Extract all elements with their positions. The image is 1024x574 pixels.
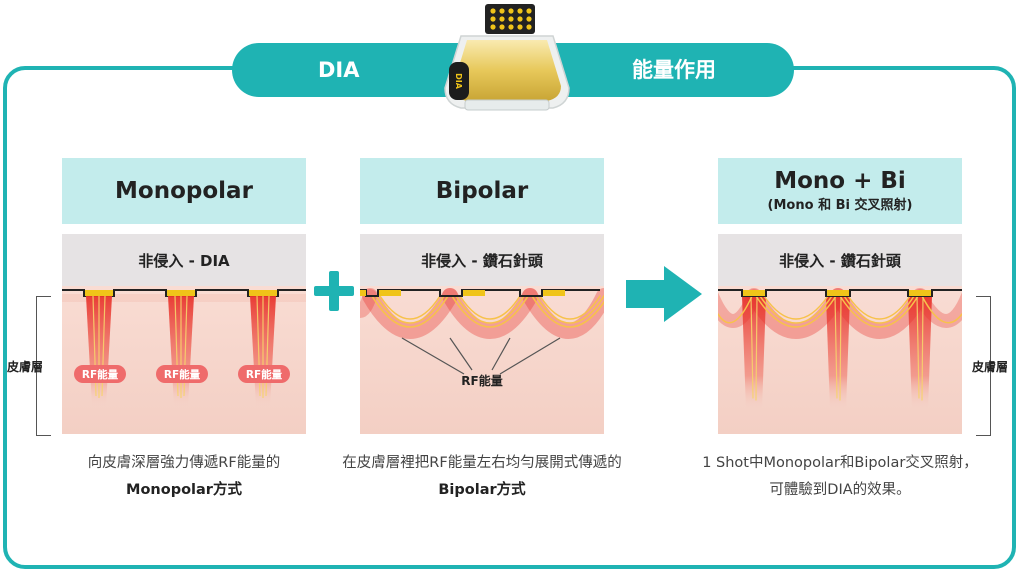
rf-energy-tag-2: RF能量 (164, 368, 201, 381)
mono-bi-header: Mono + Bi (Mono 和 Bi 交叉照射) (718, 158, 962, 224)
dia-device-image: DIA (444, 4, 570, 111)
monopolar-gray-label: 非侵入 - DIA (62, 234, 306, 286)
bipolar-gray-label: 非侵入 - 鑽石針頭 (360, 234, 604, 286)
skin-layer-label-left: 皮膚層 (7, 360, 44, 374)
mono-bi-caption: 1 Shot中Monopolar和Bipolar交叉照射， 可體驗到DIA的效果… (676, 450, 1004, 504)
device-badge-text: DIA (454, 73, 463, 90)
rf-energy-tag-1: RF能量 (82, 368, 119, 381)
monopolar-caption-line1: 向皮膚深層強力傳遞RF能量的 (87, 455, 281, 471)
mono-bi-gray-label: 非侵入 - 鑽石針頭 (718, 234, 962, 286)
left-bracket (36, 296, 51, 436)
rf-energy-tag-3: RF能量 (246, 368, 283, 381)
right-bracket (976, 296, 991, 436)
mono-bi-caption-line2: 可體驗到DIA的效果。 (769, 482, 911, 498)
right-arrow-icon (626, 266, 702, 322)
mono-bi-skin-panel (718, 286, 962, 434)
plus-icon (314, 271, 354, 311)
mono-bi-title: Mono + Bi (774, 168, 906, 194)
monopolar-header: Monopolar (62, 158, 306, 224)
monopolar-title: Monopolar (115, 178, 253, 204)
bipolar-caption-line2: Bipolar方式 (438, 482, 526, 498)
mono-bi-caption-line1: 1 Shot中Monopolar和Bipolar交叉照射， (702, 455, 978, 471)
bipolar-title: Bipolar (435, 178, 529, 204)
bipolar-rf-energy-label: RF能量 (461, 373, 502, 388)
banner-left-label: DIA (318, 58, 360, 82)
skin-layer-label-right: 皮膚層 (972, 360, 1009, 374)
banner-right-label: 能量作用 (632, 58, 716, 82)
monopolar-caption: 向皮膚深層強力傳遞RF能量的 Monopolar方式 (42, 450, 326, 504)
bipolar-header: Bipolar (360, 158, 604, 224)
mono-bi-subtitle: (Mono 和 Bi 交叉照射) (767, 198, 913, 213)
bipolar-skin-panel: RF能量 (360, 286, 604, 434)
bipolar-caption-line1: 在皮膚層裡把RF能量左右均勻展開式傳遞的 (342, 455, 622, 471)
bipolar-caption: 在皮膚層裡把RF能量左右均勻展開式傳遞的 Bipolar方式 (318, 450, 646, 504)
monopolar-skin-panel: RF能量 RF能量 RF能量 (62, 286, 306, 434)
monopolar-caption-line2: Monopolar方式 (126, 482, 242, 498)
